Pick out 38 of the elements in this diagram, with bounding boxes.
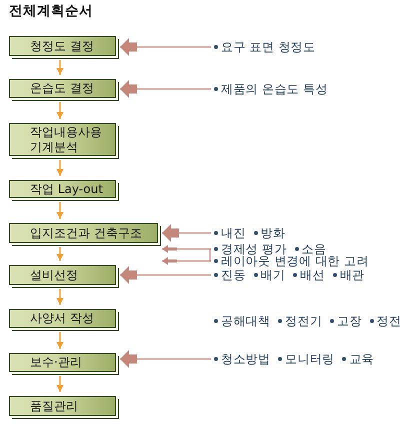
bullet-text: 방화 [260, 226, 286, 240]
bullet-text: 청소방법 [221, 352, 270, 366]
block-arrow [162, 224, 211, 242]
bullet-text: 내진 [221, 226, 246, 240]
bullet-text: 배관 [340, 268, 364, 282]
bullet-text: 레이아웃 변경에 대한 고려 [221, 254, 369, 268]
block-arrow [162, 257, 211, 265]
block-arrow [120, 266, 211, 284]
process-box: 보수·관리 [9, 353, 116, 372]
title: 전체계획순서 [9, 3, 93, 19]
block-arrow [120, 350, 211, 368]
process-box: 사양서 작성 [9, 309, 116, 328]
process-box: 입지조건과 건축구조 [9, 223, 158, 243]
process-box: 품질관리 [9, 396, 116, 416]
process-box: 설비선정 [9, 265, 116, 285]
bullet-text: 배선 [300, 268, 325, 282]
process-box: 온습도 결정 [9, 79, 116, 98]
bullet-text: 소음 [302, 242, 326, 256]
block-arrow [162, 245, 211, 253]
arrow [56, 376, 64, 392]
bullet-text: 진동 [221, 268, 246, 282]
arrow [56, 247, 64, 261]
bullet-text: 요구 표면 청정도 [221, 40, 316, 54]
bullet-text: 공해대책 [221, 314, 270, 328]
bullet-text: 정전기 [285, 314, 322, 328]
bullet-text: 제품의 온습도 특성 [221, 82, 328, 96]
process-box: 작업내용사용 기계분석 [9, 123, 116, 156]
bullet-text: 고장 [337, 314, 362, 328]
bullet-text: 배기 [260, 268, 286, 282]
process-box: 청정도 결정 [9, 36, 116, 56]
bullet-text: 경제성 평가 [221, 242, 287, 256]
bullet-text: 모니터링 [285, 352, 334, 366]
block-arrow [120, 38, 211, 56]
block-arrow [120, 80, 211, 98]
arrow [56, 60, 64, 75]
bullet-text: 교육 [349, 352, 374, 366]
process-box: 작업 Lay-out [9, 180, 116, 198]
bullet-text: 정전 [376, 314, 402, 328]
